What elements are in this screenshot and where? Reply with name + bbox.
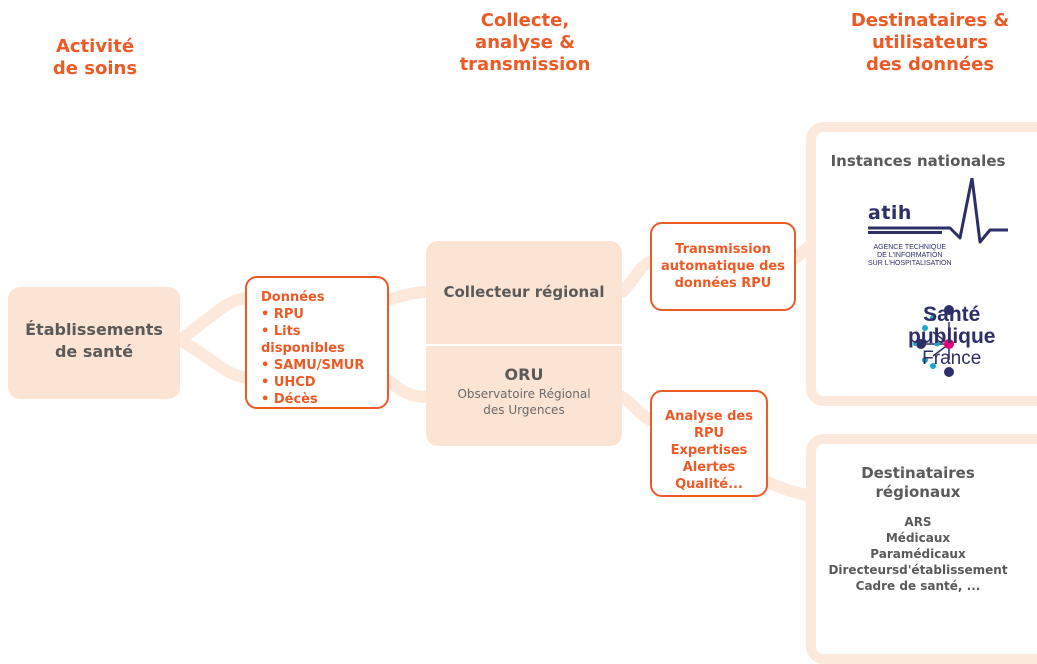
- flow-ribbons: [174, 231, 828, 503]
- donnees-box: Données • RPU • Lits disponibles • SAMU/…: [245, 276, 389, 409]
- atih-caption: AGENCE TECHNIQUE DE L'INFORMATION SUR L'…: [868, 244, 952, 267]
- column-title-collecte: Collecte, analyse & transmission: [459, 10, 591, 75]
- oru-line1: Observatoire Régional: [457, 387, 591, 401]
- collecteur-label: Collecteur régional: [443, 283, 605, 301]
- spf-network-icon: [913, 305, 954, 377]
- flow-donnees-to-oru: [382, 374, 434, 403]
- collecteur-regional-box: Collecteur régional: [426, 241, 622, 344]
- column-title-destinataires: Destinataires & utilisateurs des données: [850, 10, 1010, 75]
- sante-publique-france-logo-icon: Santé publique France: [856, 300, 1026, 380]
- flow-donnees-to-collecteur: [382, 286, 434, 306]
- collecteur-oru-divider: [426, 344, 622, 346]
- spf-wordmark: Santé publique France: [908, 303, 996, 370]
- oru-box: ORU Observatoire Régional des Urgences: [426, 346, 622, 446]
- etablissements-line1: Établissements: [25, 320, 163, 339]
- destinataires-regionaux-box: Destinataires régionaux ARS Médicaux Par…: [806, 434, 1037, 664]
- oru-title: ORU: [504, 365, 544, 384]
- regionaux-list: ARS Médicaux Paramédicaux Directeursd'ét…: [816, 502, 1037, 594]
- analyse-box: Analyse des RPU Expertises Alertes Quali…: [650, 390, 768, 497]
- atih-underline: [868, 231, 942, 234]
- transmission-box: Transmission automatique des données RPU: [650, 222, 796, 311]
- etablissements-line2: de santé: [54, 342, 134, 361]
- regionaux-item: Médicaux: [885, 531, 951, 545]
- instances-title: Instances nationales: [830, 152, 1006, 170]
- regionaux-title: Destinataires régionaux: [861, 464, 975, 501]
- column-title-activite: Activité de soins: [52, 36, 138, 79]
- flow-etab-to-donnees: [174, 292, 254, 346]
- flow-collecteur-to-transmission: [616, 256, 656, 298]
- donnees-item: • SAMU/SMUR: [261, 358, 365, 373]
- flow-etab-to-donnees-lower: [174, 334, 254, 384]
- donnees-title: Données: [261, 290, 325, 305]
- regionaux-item: Paramédicaux: [870, 547, 966, 561]
- etablissements-box: Établissements de santé: [8, 287, 180, 399]
- regionaux-item: Directeursd'établissement: [828, 563, 1008, 577]
- atih-name: atih: [868, 202, 912, 224]
- donnees-item: • UHCD: [261, 375, 316, 390]
- regionaux-item: ARS: [904, 515, 932, 529]
- oru-line2: des Urgences: [483, 403, 565, 417]
- donnees-item: • RPU: [261, 307, 304, 322]
- flow-oru-to-analyse: [616, 391, 656, 426]
- donnees-item: • Lits disponibles: [261, 324, 345, 356]
- atih-logo-icon: atih AGENCE TECHNIQUE DE L'INFORMATION S…: [868, 176, 1018, 278]
- atih-heartbeat-icon: [868, 176, 1008, 244]
- donnees-item: • Décès: [261, 392, 318, 407]
- instances-nationales-box: Instances nationales atih AGENCE TECHNIQ…: [806, 122, 1037, 406]
- regionaux-item: Cadre de santé, ...: [855, 579, 981, 593]
